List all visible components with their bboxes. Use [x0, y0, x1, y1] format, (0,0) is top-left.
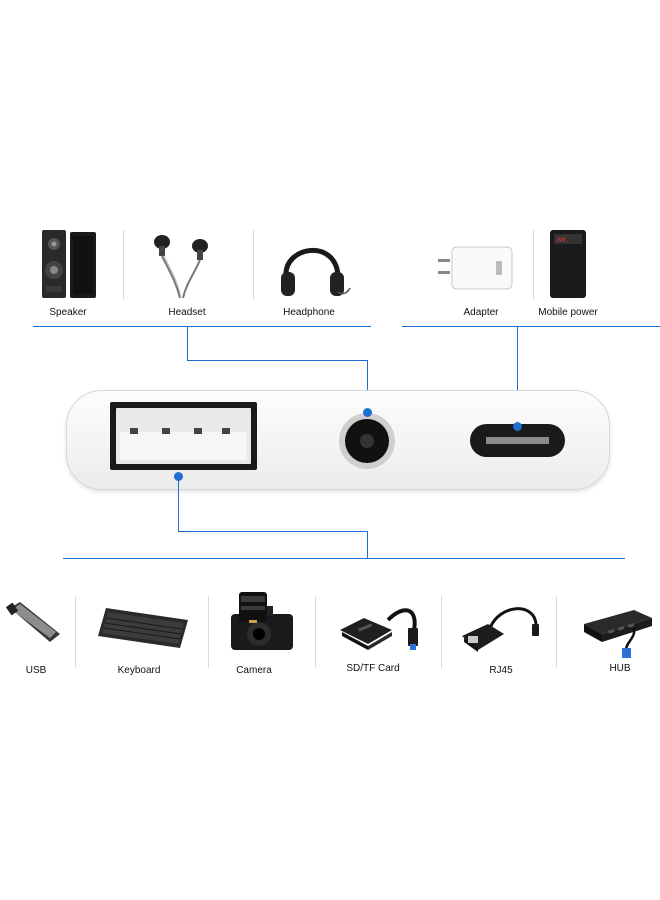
- separator: [556, 596, 557, 668]
- camera-icon: [229, 592, 295, 654]
- connector-line: [178, 531, 367, 532]
- label-usb: USB: [25, 665, 47, 676]
- connector-dot: [174, 472, 183, 481]
- connector-line: [187, 360, 367, 361]
- label-headset: Headset: [168, 307, 206, 318]
- usb-drive-icon: [6, 600, 62, 644]
- earphones-icon: [150, 232, 216, 300]
- usb-a-port: [110, 402, 257, 470]
- label-headphone: Headphone: [283, 307, 335, 318]
- card-reader-icon: [338, 600, 422, 652]
- connector-dot: [363, 408, 372, 417]
- ethernet-adapter-icon: [460, 602, 540, 654]
- connector-line: [402, 326, 660, 327]
- label-hub: HUB: [609, 663, 631, 674]
- connector-line: [33, 326, 371, 327]
- label-sd-tf-card: SD/TF Card: [346, 663, 400, 674]
- connector-line: [367, 360, 368, 412]
- label-speaker: Speaker: [49, 307, 87, 318]
- label-mobile-power: Mobile power: [538, 307, 598, 318]
- power-bank-icon: 88.: [548, 228, 588, 300]
- separator: [253, 230, 254, 300]
- separator: [441, 596, 442, 668]
- svg-text:88.: 88.: [557, 236, 570, 244]
- speaker-icon: [40, 228, 100, 300]
- usb-hub-icon: [582, 602, 654, 660]
- connector-line: [187, 326, 188, 360]
- separator: [123, 230, 124, 300]
- separator: [315, 596, 316, 668]
- separator: [208, 596, 209, 668]
- connector-line: [367, 531, 368, 558]
- connector-line: [517, 326, 518, 426]
- separator: [75, 596, 76, 668]
- separator: [533, 230, 534, 300]
- connector-line: [178, 477, 179, 531]
- connector-dot: [513, 422, 522, 431]
- power-adapter-icon: [438, 243, 518, 293]
- label-keyboard: Keyboard: [117, 665, 161, 676]
- label-rj45: RJ45: [489, 665, 513, 676]
- label-camera: Camera: [236, 665, 272, 676]
- label-adapter: Adapter: [463, 307, 499, 318]
- headphones-icon: [278, 232, 352, 300]
- connector-line: [63, 558, 625, 559]
- keyboard-icon: [96, 604, 190, 650]
- audio-jack-port: [339, 413, 395, 469]
